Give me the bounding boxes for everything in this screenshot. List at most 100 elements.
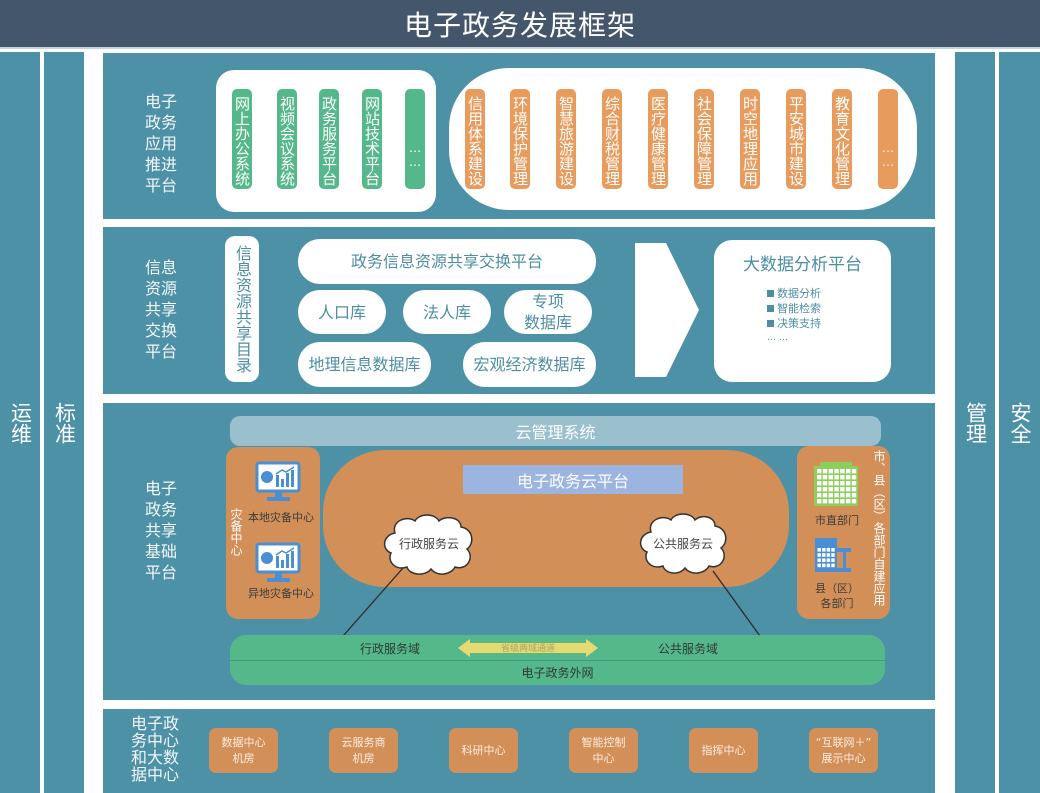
window bbox=[846, 493, 851, 498]
app-pill-video-conference[interactable]: 视频会议系统 bbox=[277, 89, 297, 189]
label-line: 务中心 bbox=[130, 731, 179, 750]
cloud-management-system[interactable]: 云管理系统 bbox=[230, 416, 881, 446]
label-line: 据中心 bbox=[130, 765, 179, 784]
dc-line: 智能控制 bbox=[581, 735, 626, 749]
admin-cloud-icon bbox=[383, 514, 473, 575]
double-arrow-icon bbox=[458, 639, 598, 657]
db-special-line: 专项 bbox=[531, 292, 564, 311]
window bbox=[828, 481, 833, 486]
window bbox=[846, 487, 851, 492]
pillar-security: 安全 bbox=[999, 52, 1040, 793]
window bbox=[828, 487, 833, 492]
window bbox=[851, 475, 857, 480]
app-pill-gov-service[interactable]: 政务服务平台 bbox=[319, 89, 339, 189]
bigdata-title: 大数据分析平台 bbox=[743, 255, 862, 275]
dc-data-center-room[interactable]: 数据中心机房 bbox=[209, 728, 278, 773]
resource-catalog[interactable]: 信息资源共享目录 bbox=[225, 236, 259, 382]
label-line: 信息 bbox=[144, 258, 177, 277]
dc-internet-plus-center[interactable]: “互联网＋” 展示中心 bbox=[809, 728, 878, 773]
admin-cloud-label: 行政服务云 bbox=[398, 537, 459, 551]
bullet-item: 决策支持 bbox=[767, 316, 821, 331]
window bbox=[817, 499, 822, 504]
bullet-square-icon bbox=[767, 320, 774, 327]
gov-cloud-platform-title: 电子政务云平台 bbox=[463, 465, 683, 494]
bullet-text: 数据分析 bbox=[777, 287, 821, 300]
bigdata-platform[interactable]: 大数据分析平台 bbox=[714, 240, 891, 382]
city-department-label: 市直部门 bbox=[815, 514, 859, 527]
label-line: 应用 bbox=[144, 134, 177, 153]
bullet-text: 决策支持 bbox=[777, 317, 821, 330]
db-macro-economy[interactable]: 宏观经济数据库 bbox=[463, 342, 596, 387]
local-backup-label: 本地灾备中心 bbox=[248, 511, 314, 524]
dc-line: 云服务商 bbox=[341, 735, 386, 749]
dc-line: 科研中心 bbox=[461, 743, 506, 757]
dc-research-center[interactable]: 科研中心 bbox=[449, 728, 518, 773]
bullet-item: 数据分析 bbox=[767, 286, 821, 301]
app-pill-website-tech[interactable]: 网站技术平台 bbox=[362, 89, 382, 189]
window bbox=[828, 475, 833, 480]
dc-line: 展示中心 bbox=[821, 751, 866, 765]
window bbox=[834, 487, 839, 492]
app-pill-credit[interactable]: 信用体系建设 bbox=[465, 89, 485, 189]
db-special-line: 数据库 bbox=[523, 313, 572, 332]
app-pill-social-security[interactable]: 社会保障管理 bbox=[694, 89, 714, 189]
bullet-text: 智能检索 bbox=[777, 302, 821, 315]
window bbox=[840, 493, 845, 498]
channel-label: 省级两域通道 bbox=[500, 644, 555, 654]
app-pill-geospatial[interactable]: 时空地理应用 bbox=[740, 89, 760, 189]
app-pill-safe-city[interactable]: 平安城市建设 bbox=[786, 89, 806, 189]
layer-application-label: 电子 政务 应用 推进 平台 bbox=[139, 91, 183, 196]
window bbox=[817, 563, 821, 568]
bullet-more: … … bbox=[767, 333, 788, 343]
app-pill-online-office[interactable]: 网上办公系统 bbox=[232, 89, 252, 189]
public-cloud-label: 公共服务云 bbox=[652, 537, 713, 551]
app-pill-environment[interactable]: 环境保护管理 bbox=[510, 89, 530, 189]
city-building-icon bbox=[814, 462, 858, 506]
app-pill-more-sector[interactable]: …… bbox=[878, 89, 898, 189]
dc-command-center[interactable]: 指挥中心 bbox=[689, 728, 758, 773]
window bbox=[851, 493, 857, 498]
dc-cloud-provider-room[interactable]: 云服务商机房 bbox=[329, 728, 398, 773]
window bbox=[834, 493, 839, 498]
pillar-management-label: 管理 bbox=[963, 401, 988, 444]
county-building-icon bbox=[815, 538, 851, 572]
window bbox=[822, 548, 826, 552]
window bbox=[831, 558, 835, 562]
window bbox=[831, 548, 835, 552]
window bbox=[817, 493, 822, 498]
pillar-management: 管理 bbox=[955, 52, 995, 793]
window bbox=[834, 499, 839, 504]
dc-line: “互联网＋” bbox=[815, 735, 872, 749]
page-title: 电子政务发展框架 bbox=[403, 8, 636, 42]
dc-intelligent-control-center[interactable]: 智能控制中心 bbox=[569, 728, 638, 773]
window bbox=[817, 553, 821, 557]
app-pill-healthcare[interactable]: 医疗健康管理 bbox=[648, 89, 668, 189]
pillar-operations: 运维 bbox=[0, 52, 40, 793]
db-legal-person[interactable]: 法人库 bbox=[403, 290, 491, 334]
label-line: 政务 bbox=[144, 500, 177, 519]
title-bar: 电子政务发展框架 bbox=[0, 0, 1040, 49]
db-geo-info[interactable]: 地理信息数据库 bbox=[298, 342, 431, 387]
county-department-label: 县（区） 各部门 bbox=[806, 581, 868, 611]
window bbox=[822, 469, 828, 474]
dc-line: 中心 bbox=[592, 751, 615, 765]
public-domain-label: 公共服务域 bbox=[657, 642, 718, 656]
app-pill-tourism[interactable]: 智慧旅游建设 bbox=[556, 89, 576, 189]
bullet-square-icon bbox=[767, 305, 774, 312]
app-pill-more[interactable]: …… bbox=[405, 89, 425, 189]
window bbox=[840, 481, 845, 486]
layer-exchange-label: 信息 资源 共享 交换 平台 bbox=[139, 257, 183, 362]
window bbox=[851, 469, 857, 474]
app-pill-finance-tax[interactable]: 综合财税管理 bbox=[602, 89, 622, 189]
admin-domain-label: 行政服务域 bbox=[359, 642, 420, 656]
window bbox=[822, 487, 828, 492]
db-special[interactable]: 专项 数据库 bbox=[504, 290, 592, 334]
county-line: 各部门 bbox=[820, 597, 854, 610]
exchange-platform[interactable]: 政务信息资源共享交换平台 bbox=[298, 239, 596, 284]
label-line: 政务 bbox=[144, 113, 177, 132]
window bbox=[817, 548, 821, 552]
db-population[interactable]: 人口库 bbox=[298, 290, 386, 334]
app-pill-education[interactable]: 教育文化管理 bbox=[832, 89, 852, 189]
window bbox=[826, 563, 831, 568]
self-built-apps-label: 市、县（区）各部门自建应用 bbox=[872, 450, 886, 606]
